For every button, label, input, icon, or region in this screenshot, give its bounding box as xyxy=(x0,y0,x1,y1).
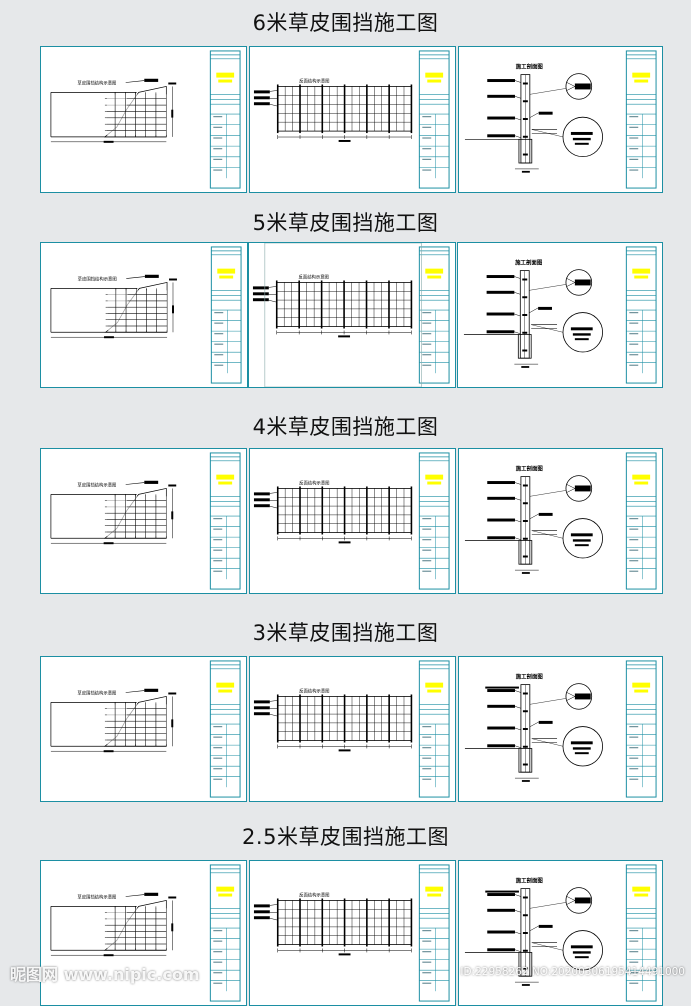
title-block xyxy=(418,246,450,384)
title-block xyxy=(209,864,241,1002)
title-block xyxy=(418,50,450,189)
elevation-drawing: 草皮围挡结构示意图 xyxy=(50,480,177,545)
section-label: 施工剖面图 xyxy=(516,63,544,71)
title-block xyxy=(210,246,242,384)
elevation-drawing: 草皮围挡结构示意图 xyxy=(50,892,177,957)
section-sheet: 施工剖面图 xyxy=(457,242,663,388)
section-title: 4米草皮围挡施工图 xyxy=(252,415,439,439)
back-sheet: 反面结构示意图 xyxy=(249,448,456,594)
section-sheet: 施工剖面图 xyxy=(458,656,663,802)
back-sheet: 反面结构示意图 xyxy=(248,242,456,388)
section-drawing: 施工剖面图 xyxy=(463,259,603,368)
elevation-label: 草皮围挡结构示意图 xyxy=(78,275,117,282)
title-block xyxy=(209,452,241,590)
back-view-label: 反面结构示意图 xyxy=(299,480,329,487)
elevation-drawing: 草皮围挡结构示意图 xyxy=(50,78,177,143)
back-sheet: 反面结构示意图 xyxy=(249,656,456,802)
elevation-sheet: 草皮围挡结构示意图 xyxy=(40,46,247,193)
section-sheet: 施工剖面图 xyxy=(458,448,663,594)
back-view-label: 反面结构示意图 xyxy=(299,78,329,85)
elevation-sheet: 草皮围挡结构示意图 xyxy=(40,448,247,594)
section-title: 5米草皮围挡施工图 xyxy=(252,211,439,235)
elevation-sheet: 草皮围挡结构示意图 xyxy=(40,242,248,388)
section-label: 施工剖面图 xyxy=(516,673,544,681)
section-title: 2.5米草皮围挡施工图 xyxy=(242,825,449,849)
back-view-label: 反面结构示意图 xyxy=(299,892,329,899)
watermark-id: ID:22958262 NO:20200306195414491000 xyxy=(460,966,685,978)
section-drawing: 施工剖面图 xyxy=(464,465,603,574)
watermark-brand: 昵图网 www.nipic.com xyxy=(10,965,200,984)
elevation-label: 草皮围挡结构示意图 xyxy=(77,689,116,696)
back-view-drawing: 反面结构示意图 xyxy=(253,480,413,544)
section-label: 施工剖面图 xyxy=(515,259,543,267)
elevation-label: 草皮围挡结构示意图 xyxy=(77,79,116,86)
back-view-label: 反面结构示意图 xyxy=(299,688,329,695)
title-block xyxy=(625,660,657,798)
back-view-drawing: 反面结构示意图 xyxy=(252,274,413,338)
back-view-drawing: 反面结构示意图 xyxy=(253,688,413,752)
back-view-drawing: 反面结构示意图 xyxy=(253,892,413,956)
title-block xyxy=(418,660,450,798)
section-drawing: 施工剖面图 xyxy=(464,877,603,986)
elevation-sheet: 草皮围挡结构示意图 xyxy=(40,656,247,802)
section-label: 施工剖面图 xyxy=(516,465,544,473)
back-view-label: 反面结构示意图 xyxy=(299,274,329,281)
elevation-label: 草皮围挡结构示意图 xyxy=(77,481,116,488)
section-label: 施工剖面图 xyxy=(516,877,544,885)
section-drawing: 施工剖面图 xyxy=(464,673,603,782)
section-title: 3米草皮围挡施工图 xyxy=(252,621,439,645)
section-title: 6米草皮围挡施工图 xyxy=(252,11,439,35)
title-block xyxy=(209,660,241,798)
back-sheet: 反面结构示意图 xyxy=(249,46,456,193)
watermark-bar: 昵图网 www.nipic.com ID:22958262 NO:2020030… xyxy=(0,958,691,993)
section-drawing: 施工剖面图 xyxy=(464,63,603,173)
elevation-drawing: 草皮围挡结构示意图 xyxy=(50,274,177,339)
title-block xyxy=(418,452,450,590)
title-block xyxy=(418,864,450,1002)
elevation-label: 草皮围挡结构示意图 xyxy=(77,893,116,900)
title-block xyxy=(625,246,657,384)
back-sheet: 反面结构示意图 xyxy=(249,860,456,1006)
back-view-drawing: 反面结构示意图 xyxy=(253,78,413,142)
elevation-sheet: 草皮围挡结构示意图 xyxy=(40,860,247,1006)
section-sheet: 施工剖面图 xyxy=(458,46,663,193)
title-block xyxy=(625,452,657,590)
title-block xyxy=(209,50,241,189)
title-block xyxy=(625,50,657,189)
elevation-drawing: 草皮围挡结构示意图 xyxy=(50,688,177,753)
